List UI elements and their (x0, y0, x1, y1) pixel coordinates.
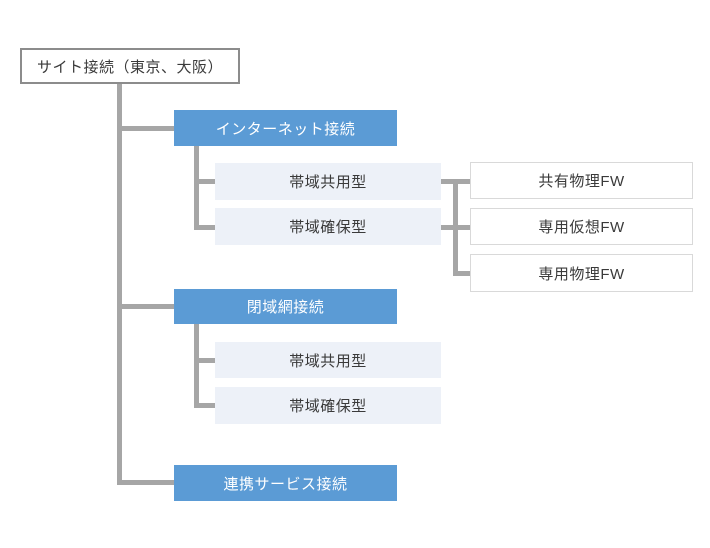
node-internet-connection: インターネット接続 (174, 110, 397, 146)
node-closed-bandwidth-guaranteed: 帯域確保型 (215, 387, 441, 424)
node-shared-physical-fw: 共有物理FW (470, 162, 693, 199)
node-shared-physical-fw-label: 共有物理FW (538, 173, 625, 190)
connector-root-to-linked (117, 480, 174, 485)
node-dedicated-virtual-fw-label: 専用仮想FW (538, 219, 625, 236)
node-dedicated-physical-fw-label: 専用物理FW (538, 265, 625, 283)
connector-to-dedicated-physical-fw (453, 271, 470, 276)
node-internet-bandwidth-shared: 帯域共用型 (215, 163, 441, 200)
connector-closed-to-guaranteed (194, 403, 215, 408)
connector-internet-to-shared (194, 179, 215, 184)
node-closed-bandwidth-guaranteed-label: 帯域確保型 (289, 398, 367, 415)
connector-root-vertical (117, 84, 122, 485)
node-closed-network-connection: 閉域網接続 (174, 289, 397, 324)
node-site-connection: サイト接続（東京、大阪） (20, 48, 240, 84)
connector-closed-vertical (194, 324, 199, 408)
node-internet-bandwidth-guaranteed: 帯域確保型 (215, 208, 441, 245)
connector-internet-vertical (194, 146, 199, 230)
connector-root-to-internet (117, 126, 174, 131)
node-internet-connection-label: インターネット接続 (215, 120, 356, 138)
node-linked-service-connection: 連携サービス接続 (174, 465, 397, 501)
connector-root-to-closed (117, 304, 174, 309)
node-internet-bandwidth-guaranteed-label: 帯域確保型 (289, 219, 367, 236)
node-closed-network-connection-label: 閉域網接続 (246, 299, 325, 316)
node-site-connection-label: サイト接続（東京、大阪） (36, 58, 223, 76)
connector-closed-to-shared (194, 358, 215, 363)
connector-fw-vertical (453, 179, 458, 276)
node-closed-bandwidth-shared-label: 帯域共用型 (289, 352, 367, 370)
node-dedicated-virtual-fw: 専用仮想FW (470, 208, 693, 245)
node-dedicated-physical-fw: 専用物理FW (470, 254, 693, 292)
node-linked-service-connection-label: 連携サービス接続 (223, 475, 348, 493)
node-closed-bandwidth-shared: 帯域共用型 (215, 342, 441, 378)
node-internet-bandwidth-shared-label: 帯域共用型 (289, 174, 367, 191)
connector-internet-to-guaranteed (194, 225, 215, 230)
